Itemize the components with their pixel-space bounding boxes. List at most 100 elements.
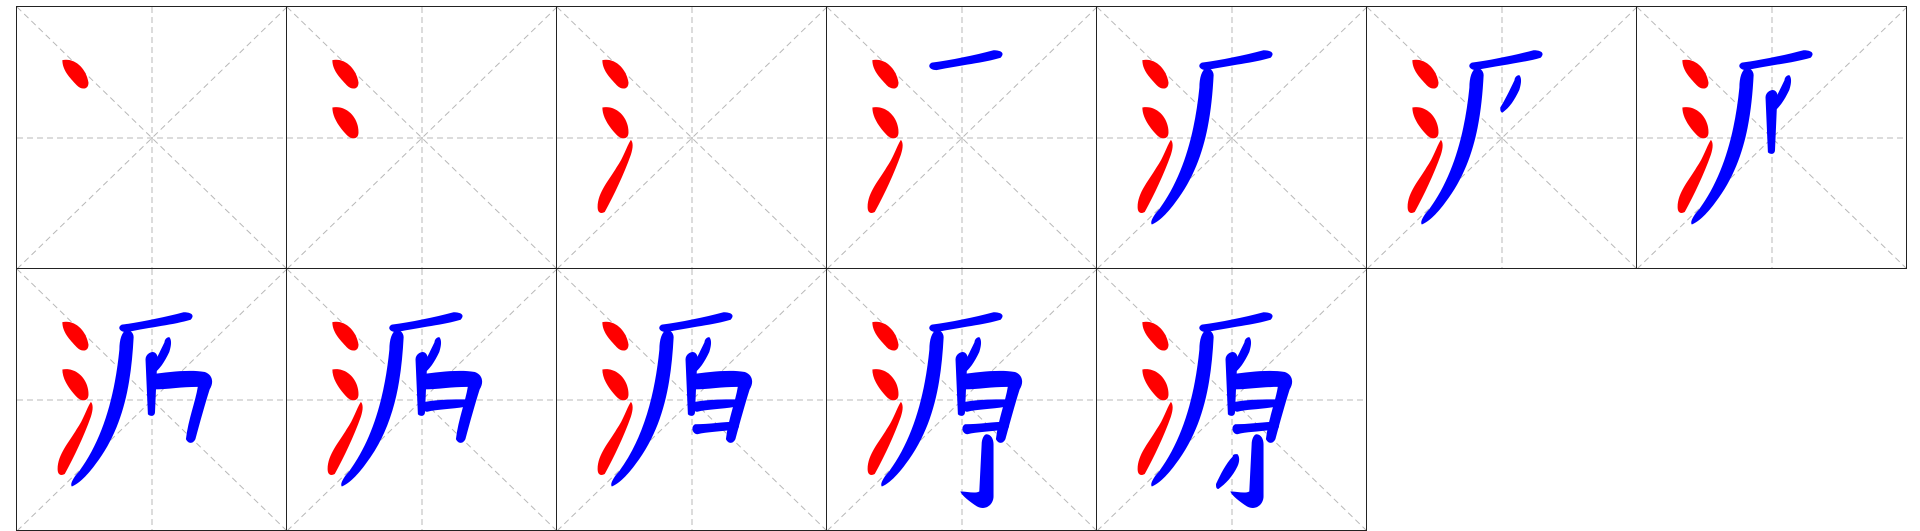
stroke-cliff-top-horizontal (929, 312, 1003, 333)
guide-line-3 (287, 269, 556, 530)
guide-line-4 (1097, 269, 1366, 530)
step-canvas (287, 7, 556, 268)
stroke-cliff-left-sweep (71, 329, 134, 487)
stroke-box-top-and-right (149, 370, 213, 443)
stroke-rising-stroke (867, 139, 903, 213)
stroke-dot-2 (1682, 107, 1709, 139)
step-canvas (827, 269, 1096, 530)
guide-line-4 (17, 7, 286, 268)
stroke-step-cell-6 (1366, 6, 1637, 269)
stroke-cliff-left-sweep (1421, 67, 1484, 225)
step-canvas (1097, 7, 1366, 268)
guide-line-4 (1097, 7, 1366, 268)
stroke-left-dot-bottom (1216, 454, 1240, 489)
guide-line-4 (557, 269, 826, 530)
stroke-step-cell-1 (16, 6, 287, 269)
stroke-cliff-top-horizontal (1199, 50, 1273, 71)
stroke-cliff-top-horizontal (389, 312, 463, 333)
guide-line-3 (827, 7, 1096, 268)
stroke-hook-vertical (960, 434, 994, 508)
stroke-rising-stroke (1137, 139, 1173, 213)
stroke-dot-2 (1142, 107, 1169, 139)
step-canvas (17, 7, 286, 268)
stroke-dot-2 (1412, 107, 1439, 139)
stroke-cliff-left-sweep (881, 329, 944, 487)
stroke-box-inner-horizontal (422, 399, 469, 412)
stroke-dot-1 (602, 321, 629, 351)
stroke-step-cell-3 (556, 6, 827, 269)
stroke-dot-1 (332, 321, 359, 351)
stroke-rising-stroke (1137, 401, 1173, 475)
guide-line-3 (827, 269, 1096, 530)
stroke-cliff-left-sweep (1151, 329, 1214, 487)
guide-line-3 (557, 269, 826, 530)
stroke-step-cell-11 (826, 268, 1097, 531)
guide-line-3 (1367, 7, 1636, 268)
stroke-dot-2 (1142, 369, 1169, 401)
stroke-dot-2 (332, 107, 359, 139)
stroke-rising-stroke (597, 139, 633, 213)
stroke-dot-1 (1142, 321, 1169, 351)
guide-line-3 (17, 7, 286, 268)
stroke-dot-2 (332, 369, 359, 401)
stroke-dot-2 (602, 369, 629, 401)
step-canvas (557, 269, 826, 530)
stroke-step-cell-7 (1636, 6, 1907, 269)
stroke-vertical-left-of-box (1765, 90, 1778, 154)
guide-line-4 (1367, 7, 1636, 268)
stroke-cliff-left-sweep (1151, 67, 1214, 225)
step-canvas (1367, 7, 1636, 268)
guide-line-4 (827, 269, 1096, 530)
stroke-dot-1 (872, 59, 899, 89)
stroke-rising-stroke (1677, 139, 1713, 213)
stroke-rising-stroke (867, 401, 903, 475)
guide-line-4 (827, 7, 1096, 268)
stroke-step-cell-8 (16, 268, 287, 531)
guide-line-3 (1637, 7, 1906, 268)
stroke-box-inner-horizontal (692, 399, 739, 412)
stroke-dot-1 (602, 59, 629, 89)
stroke-cliff-top-horizontal (659, 312, 733, 333)
stroke-dot-1 (1682, 59, 1709, 89)
stroke-step-cell-9 (286, 268, 557, 531)
step-canvas (17, 269, 286, 530)
guide-line-3 (1097, 269, 1366, 530)
stroke-dot-1 (62, 321, 89, 351)
guide-line-3 (17, 269, 286, 530)
step-canvas (287, 269, 556, 530)
stroke-cliff-top-horizontal (1199, 312, 1273, 333)
guide-line-3 (557, 7, 826, 268)
stroke-cliff-left-sweep (611, 329, 674, 487)
stroke-dot-1 (332, 59, 359, 89)
stroke-step-cell-12 (1096, 268, 1367, 531)
stroke-rising-stroke (1407, 139, 1443, 213)
stroke-cliff-left-sweep (341, 329, 404, 487)
guide-line-4 (287, 269, 556, 530)
stroke-box-bottom-horizontal (962, 421, 1009, 435)
stroke-rising-stroke (327, 401, 363, 475)
stroke-dot-2 (602, 107, 629, 139)
stroke-dot-1 (872, 321, 899, 351)
stroke-box-bottom-horizontal (1232, 421, 1279, 435)
stroke-step-cell-4 (826, 6, 1097, 269)
stroke-dot-2 (872, 369, 899, 401)
stroke-rising-stroke (597, 401, 633, 475)
stroke-box-bottom-horizontal (692, 421, 739, 435)
step-canvas (557, 7, 826, 268)
stroke-hook-vertical (1230, 434, 1264, 508)
guide-line-3 (287, 7, 556, 268)
guide-line-4 (287, 7, 556, 268)
stroke-dot-1 (1412, 59, 1439, 89)
stroke-cliff-top-horizontal (1739, 50, 1813, 71)
guide-line-4 (1637, 7, 1906, 268)
stroke-rising-stroke (57, 401, 93, 475)
stroke-cliff-left-sweep (1691, 67, 1754, 225)
stroke-short-left-falling (1500, 75, 1522, 113)
step-canvas (1097, 269, 1366, 530)
guide-line-4 (17, 269, 286, 530)
stroke-box-inner-horizontal (962, 399, 1009, 412)
stroke-box-inner-horizontal (1232, 399, 1279, 412)
stroke-dot-1 (62, 59, 89, 89)
stroke-step-cell-2 (286, 6, 557, 269)
guide-line-4 (557, 7, 826, 268)
